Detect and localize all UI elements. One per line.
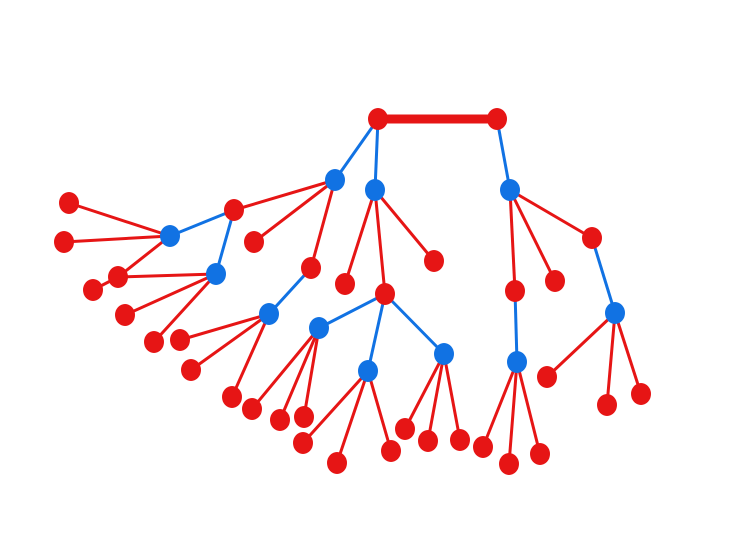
edge-n9-n13	[117, 234, 171, 279]
edge-n39-n41	[507, 361, 519, 465]
edge-n1-n4	[373, 118, 380, 191]
node-n24	[309, 317, 329, 339]
edge-n39-n40	[481, 361, 519, 448]
node-n29	[294, 406, 314, 428]
node-n18	[170, 329, 190, 351]
edge-n25-n32	[366, 370, 393, 452]
node-n14	[83, 279, 103, 301]
edge-n43-n45	[605, 312, 617, 406]
edge-n1-n3	[333, 118, 380, 181]
edge-n10-n16	[152, 272, 218, 344]
node-n38	[582, 227, 602, 249]
edge-n10-n13	[117, 272, 217, 279]
edge-n22-n24	[318, 292, 386, 330]
node-n36	[505, 280, 525, 302]
node-n33	[395, 418, 415, 440]
edge-n25-n31	[335, 370, 370, 464]
edge-n25-n30	[301, 369, 370, 445]
node-n5	[500, 179, 520, 201]
node-n4	[365, 179, 385, 201]
edge-n38-n43	[590, 237, 617, 314]
node-n11	[59, 192, 79, 214]
node-n34	[418, 430, 438, 452]
edge-n17-n20	[230, 313, 271, 398]
edge-n43-n44	[545, 311, 617, 379]
node-n39	[507, 351, 527, 373]
node-n41	[499, 453, 519, 475]
edge-n26-n33	[403, 353, 446, 430]
edge-n22-n25	[366, 293, 387, 372]
edge-n5-n37	[508, 189, 557, 282]
edge-n9-n11	[68, 201, 171, 238]
edge-n3-n8	[309, 179, 337, 269]
edge-n3-n7	[253, 178, 336, 244]
edge-n4-n21	[343, 189, 377, 285]
node-n25	[358, 360, 378, 382]
node-n28	[270, 409, 290, 431]
edge-n3-n6	[233, 178, 336, 212]
edge-n43-n46	[613, 312, 643, 395]
edge-n24-n27	[250, 327, 321, 410]
node-n6	[224, 199, 244, 221]
edge-n26-n34	[426, 353, 446, 442]
node-n42	[530, 443, 550, 465]
node-n40	[473, 436, 493, 458]
edge-n6-n9	[169, 208, 235, 238]
node-n30	[293, 432, 313, 454]
node-n44	[537, 366, 557, 388]
edge-n39-n42	[515, 361, 542, 455]
node-n23	[424, 250, 444, 272]
node-n13	[108, 266, 128, 288]
node-n31	[327, 452, 347, 474]
edge-n22-n26	[383, 292, 446, 356]
edge-n10-n15	[124, 272, 217, 317]
node-n27	[242, 398, 262, 420]
edge-n9-n12	[63, 234, 171, 244]
node-n16	[144, 331, 164, 353]
node-n12	[54, 231, 74, 253]
node-n46	[631, 383, 651, 405]
edge-n4-n23	[373, 189, 436, 262]
node-n9	[160, 225, 180, 247]
node-n45	[597, 394, 617, 416]
node-n7	[244, 231, 264, 253]
node-n8	[301, 257, 321, 279]
node-n3	[325, 169, 345, 191]
node-n20	[222, 386, 242, 408]
edge-n6-n10	[214, 209, 236, 275]
node-n26	[434, 343, 454, 365]
edge-n24-n29	[302, 327, 321, 418]
edge-n17-n19	[190, 312, 270, 372]
edge-n26-n35	[442, 353, 462, 441]
edge-n5-n38	[509, 188, 593, 240]
node-n21	[335, 273, 355, 295]
edge-n2-n5	[495, 118, 512, 191]
node-n22	[375, 283, 395, 305]
edge-n5-n36	[508, 189, 517, 292]
node-n35	[450, 429, 470, 451]
edges-layer	[63, 114, 643, 465]
node-n15	[115, 304, 135, 326]
node-n19	[181, 359, 201, 381]
node-n17	[259, 303, 279, 325]
edge-n4-n22	[373, 189, 387, 295]
node-n32	[381, 440, 401, 462]
node-n37	[545, 270, 565, 292]
node-n43	[605, 302, 625, 324]
node-n10	[206, 263, 226, 285]
edge-n17-n18	[179, 312, 270, 342]
node-n2	[487, 108, 507, 130]
node-n1	[368, 108, 388, 130]
nodes-layer	[54, 108, 651, 475]
edge-n36-n39	[513, 290, 519, 363]
edge-n24-n28	[278, 327, 321, 421]
